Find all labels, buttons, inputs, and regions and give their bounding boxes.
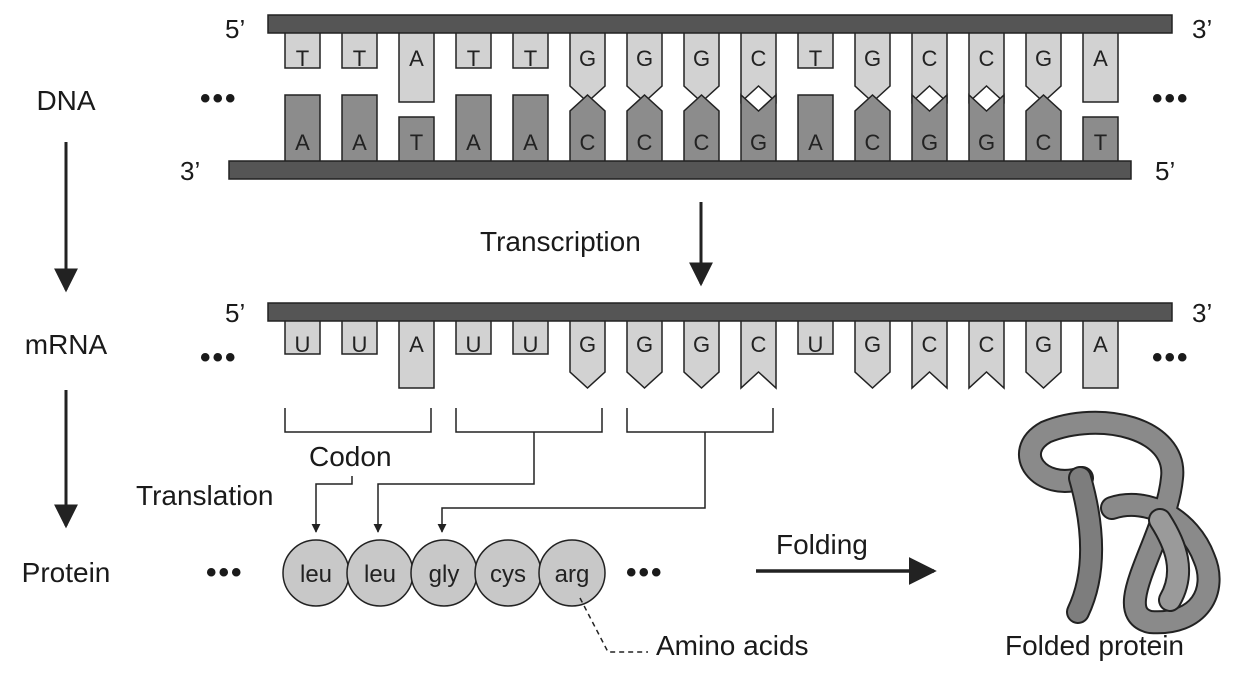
dna-top-base-label: T — [524, 46, 537, 71]
dna-top-base-label: G — [1035, 46, 1052, 71]
mrna-3-prime: 3’ — [1192, 298, 1212, 328]
dna-top-base-label: G — [693, 46, 710, 71]
dna-top-base-label: C — [922, 46, 938, 71]
dna-top-base-label: T — [353, 46, 366, 71]
dna-top-base-label: T — [809, 46, 822, 71]
mrna-base-label: G — [864, 332, 881, 357]
dna-bottom-base-label: G — [750, 130, 767, 155]
stage-label-dna: DNA — [36, 85, 95, 116]
dna-top-base-label: T — [467, 46, 480, 71]
dna-bottom-base-label: G — [978, 130, 995, 155]
dna-top-base-label: C — [751, 46, 767, 71]
dna-bottom-base-label: C — [865, 130, 881, 155]
mrna-left-ellipsis: ••• — [200, 341, 238, 374]
dna-bottom-base-label: A — [808, 130, 823, 155]
mrna-right-ellipsis: ••• — [1152, 341, 1190, 374]
mrna-base-label: U — [808, 332, 824, 357]
amino-acids-leader — [579, 597, 648, 653]
folded-protein-label: Folded protein — [1005, 630, 1184, 661]
mrna-base-label: G — [693, 332, 710, 357]
amino-acid-bead — [538, 539, 606, 607]
folded-protein-icon — [1018, 410, 1221, 635]
dna-bottom-base-label: A — [523, 130, 538, 155]
dna-bottom-base-label: C — [694, 130, 710, 155]
dna-bottom-base-label: T — [410, 130, 423, 155]
codon-bracket-3 — [626, 408, 774, 433]
codon-pointer-1 — [311, 476, 353, 533]
codon-bracket-1 — [284, 408, 432, 433]
dna-left-ellipsis: ••• — [200, 82, 238, 115]
mrna-base-label: C — [979, 332, 995, 357]
dna-bottom-base-label: G — [921, 130, 938, 155]
dna-bottom-base-label: A — [466, 130, 481, 155]
dna-bottom-base-label: C — [580, 130, 596, 155]
dna-bottom-3-prime: 3’ — [180, 156, 200, 186]
dna-bottom-base-label: A — [295, 130, 310, 155]
stage-label-mrna: mRNA — [25, 329, 108, 360]
dna-top-5-prime: 5’ — [225, 14, 245, 44]
dna-top-base-label: T — [296, 46, 309, 71]
mrna-base-label: A — [409, 332, 424, 357]
dna-bottom-base-label: T — [1094, 130, 1107, 155]
mrna-5-prime: 5’ — [225, 298, 245, 328]
protein-right-ellipsis: ••• — [626, 556, 664, 589]
dna-top-base-label: G — [636, 46, 653, 71]
mrna-base-label: U — [352, 332, 368, 357]
dna-bottom-base-label: C — [1036, 130, 1052, 155]
amino-acid-label: leu — [300, 561, 332, 588]
dna-top-base-label: A — [1093, 46, 1108, 71]
transcription-label: Transcription — [480, 226, 641, 257]
mrna-backbone — [267, 302, 1173, 322]
amino-acid-label: leu — [364, 561, 396, 588]
dna-right-ellipsis: ••• — [1152, 82, 1190, 115]
mrna-base-label: U — [295, 332, 311, 357]
folding-label: Folding — [776, 529, 868, 560]
amino-acid-chain: leu leu gly cys arg — [282, 539, 606, 607]
dna-top-base-label: G — [864, 46, 881, 71]
dna-bottom-base-label: C — [637, 130, 653, 155]
mrna-base-label: G — [579, 332, 596, 357]
translation-label: Translation — [136, 480, 273, 511]
mrna-base-label: C — [751, 332, 767, 357]
codon-pointer-3 — [437, 432, 706, 533]
codon-bracket-2 — [455, 408, 603, 433]
amino-acids-label: Amino acids — [656, 630, 809, 661]
mrna-base-label: G — [1035, 332, 1052, 357]
mrna-base-label: A — [1093, 332, 1108, 357]
amino-acid-label: gly — [429, 561, 460, 588]
mrna-base-label: U — [523, 332, 539, 357]
amino-acid-label: arg — [555, 561, 590, 588]
dna-top-base-label: C — [979, 46, 995, 71]
dna-bottom-backbone — [228, 160, 1132, 180]
stage-label-protein: Protein — [22, 557, 111, 588]
dna-bottom-base-label: A — [352, 130, 367, 155]
codon-pointer-2 — [373, 432, 535, 533]
dna-top-base-label: A — [409, 46, 424, 71]
mrna-base-label: G — [636, 332, 653, 357]
codon-label: Codon — [309, 441, 392, 472]
amino-acid-label: cys — [490, 561, 526, 588]
mrna-base-label: U — [466, 332, 482, 357]
protein-left-ellipsis: ••• — [206, 556, 244, 589]
dna-top-3-prime: 3’ — [1192, 14, 1212, 44]
dna-bottom-5-prime: 5’ — [1155, 156, 1175, 186]
dna-top-base-label: G — [579, 46, 596, 71]
mrna-base-label: C — [922, 332, 938, 357]
dna-top-backbone — [267, 14, 1173, 34]
